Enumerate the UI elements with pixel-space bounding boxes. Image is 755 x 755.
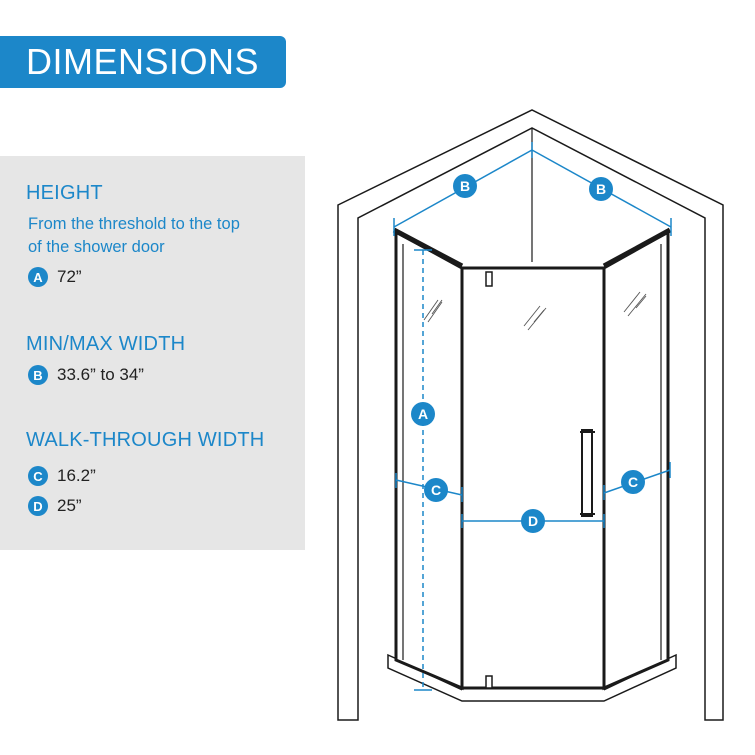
height-description-line1: From the threshold to the top (28, 215, 240, 233)
dimensions-banner: DIMENSIONS (0, 36, 286, 88)
top-rail-right (602, 227, 672, 269)
marker-d-badge: D (28, 496, 48, 516)
badge-a-label: A (418, 406, 428, 422)
walkthrough-d-value: 25” (57, 496, 82, 515)
badge-b-right-label: B (596, 181, 606, 197)
badge-b-left-label: B (460, 178, 470, 194)
walkthrough-heading: WALK-THROUGH WIDTH (26, 429, 265, 451)
front-door-panel (460, 266, 606, 690)
badge-c-left: C (424, 478, 448, 502)
left-side-panel (394, 229, 464, 691)
badge-b-left: B (453, 174, 477, 198)
bottom-hinge (485, 675, 493, 689)
badge-a: A (411, 402, 435, 426)
walkthrough-c-value: 16.2” (57, 466, 96, 485)
top-rail-left (392, 227, 464, 269)
height-description-line2: of the shower door (28, 238, 165, 256)
top-hinge (485, 271, 493, 287)
width-value: 33.6” to 34” (57, 365, 144, 384)
height-heading: HEIGHT (26, 182, 103, 204)
height-value: 72” (57, 267, 82, 286)
badge-b-right: B (589, 177, 613, 201)
height-spec: A 72” (28, 267, 82, 287)
walkthrough-spec-d: D 25” (28, 496, 82, 516)
width-spec: B 33.6” to 34” (28, 365, 144, 385)
width-heading: MIN/MAX WIDTH (26, 333, 186, 355)
banner-title: DIMENSIONS (26, 41, 260, 82)
marker-c-badge: C (28, 466, 48, 486)
marker-a-badge: A (28, 267, 48, 287)
door-handle (581, 429, 593, 517)
glass-glare-marks (423, 291, 647, 331)
wall-outline (337, 109, 724, 721)
walkthrough-spec-c: C 16.2” (28, 466, 96, 486)
specs-panel: HEIGHT From the threshold to the top of … (0, 156, 305, 550)
badge-d-label: D (528, 513, 538, 529)
badge-c-left-label: C (431, 482, 441, 498)
right-side-panel (602, 229, 670, 691)
badge-c-right-label: C (628, 474, 638, 490)
badge-c-right: C (621, 470, 645, 494)
marker-b-badge: B (28, 365, 48, 385)
badge-d: D (521, 509, 545, 533)
